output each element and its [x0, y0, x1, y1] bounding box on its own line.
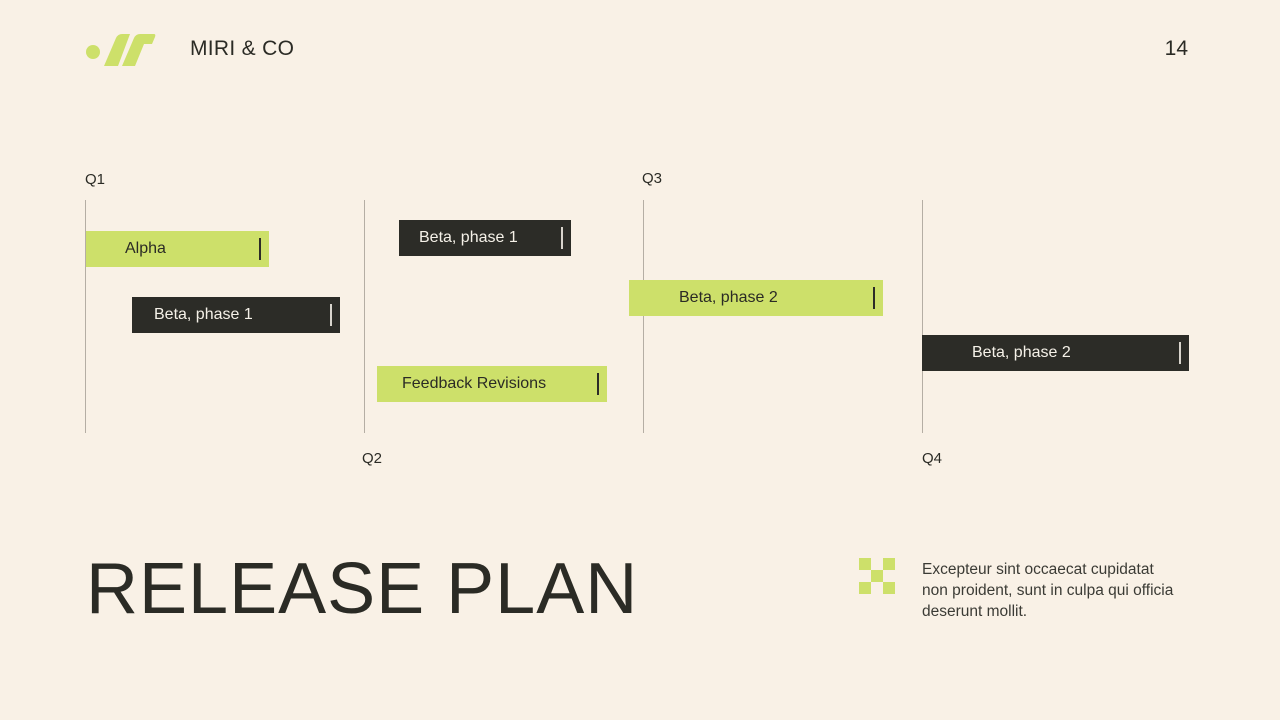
bar-label: Alpha	[125, 240, 166, 257]
quarter-label-q3: Q3	[642, 170, 663, 187]
bar-label: Beta, phase 2	[972, 344, 1071, 361]
checker-pattern-icon	[859, 558, 895, 594]
quarter-label-q2: Q2	[362, 450, 383, 467]
bar-label: Feedback Revisions	[402, 375, 547, 392]
description-text: Excepteur sint occaecat cupidatat non pr…	[922, 561, 1174, 620]
timeline-bar: Alpha	[86, 231, 269, 267]
timeline-bar: Beta, phase 2	[922, 335, 1189, 371]
bar-end-marker	[1179, 342, 1181, 364]
quarter-label-q1: Q1	[85, 171, 106, 188]
page-number: 14	[1164, 37, 1188, 60]
brand-logo-icon	[86, 34, 156, 66]
bar-end-marker	[873, 287, 875, 309]
quarter-divider	[364, 200, 365, 433]
quarter-divider	[643, 200, 644, 433]
quarter-divider	[922, 200, 923, 433]
timeline-bar: Beta, phase 1	[132, 297, 340, 333]
quarter-label-q4: Q4	[922, 450, 943, 467]
timeline-bar: Beta, phase 2	[629, 280, 883, 316]
bar-end-marker	[259, 238, 261, 260]
bar-end-marker	[330, 304, 332, 326]
bar-label: Beta, phase 2	[679, 289, 778, 306]
brand-name: MIRI & CO	[190, 37, 295, 60]
quarter-divider	[85, 200, 86, 433]
bar-end-marker	[561, 227, 563, 249]
timeline-bar: Feedback Revisions	[377, 366, 607, 402]
bar-label: Beta, phase 1	[419, 229, 518, 246]
page-title: RELEASE PLAN	[86, 549, 639, 629]
bar-end-marker	[597, 373, 599, 395]
bar-label: Beta, phase 1	[154, 306, 253, 323]
timeline-bar: Beta, phase 1	[399, 220, 571, 256]
